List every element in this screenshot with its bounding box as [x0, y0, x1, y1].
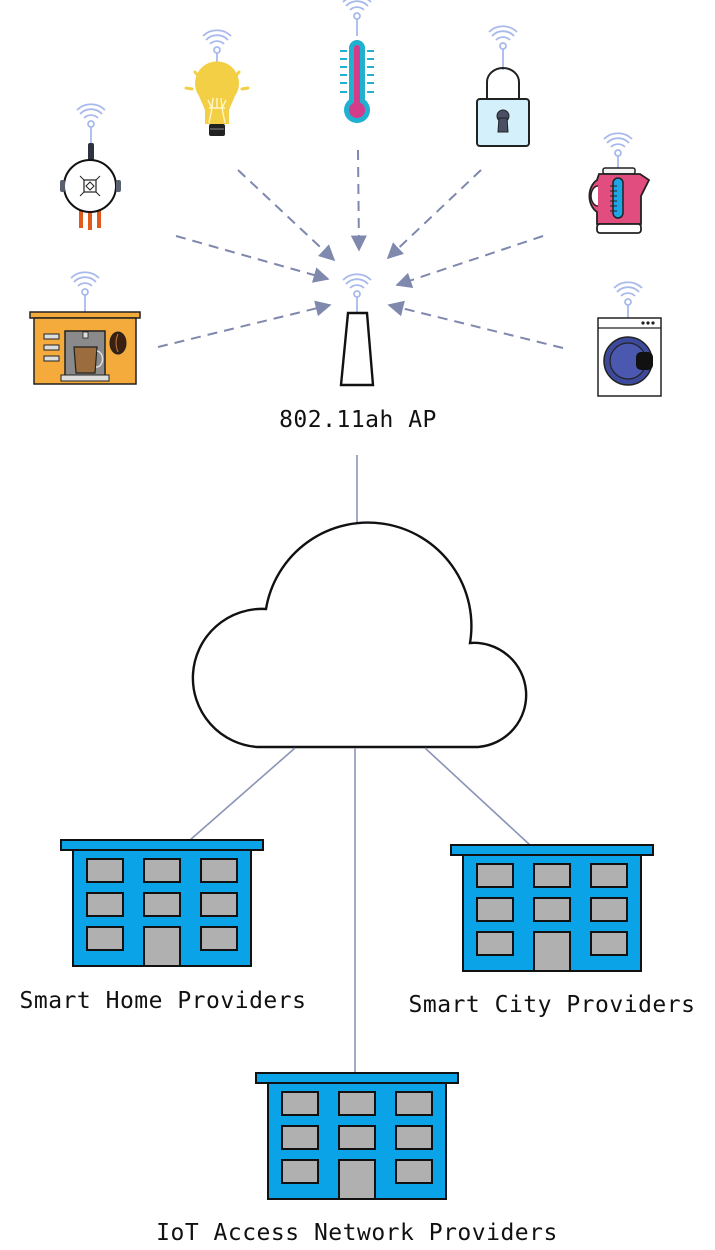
device-light-bulb[interactable] — [184, 29, 250, 136]
padlock-icon — [476, 67, 530, 147]
provider-label: Smart Home Providers — [20, 988, 307, 1014]
access-point[interactable]: 802.11ah AP — [279, 273, 437, 433]
link-smart-home — [189, 747, 296, 841]
access-point-label: 802.11ah AP — [279, 407, 437, 433]
kettle-icon — [588, 167, 651, 234]
building-icon — [60, 839, 264, 967]
building-icon — [255, 1072, 459, 1200]
arrow-washer — [387, 300, 564, 349]
building-icon — [450, 844, 654, 972]
light-bulb-icon — [184, 61, 250, 136]
provider-label: IoT Access Network Providers — [156, 1220, 558, 1246]
arrow-lock — [386, 169, 482, 260]
link-smart-city — [424, 747, 531, 846]
arrow-coffee — [157, 300, 332, 348]
provider-iot-access[interactable]: IoT Access Network Providers — [156, 1072, 558, 1246]
thermometer-icon — [340, 40, 374, 123]
arrow-kettle — [395, 235, 544, 289]
device-smart-speaker[interactable] — [60, 103, 121, 230]
washing-machine-icon — [597, 317, 662, 397]
device-washing-machine[interactable] — [597, 281, 662, 397]
device-kettle[interactable] — [588, 132, 651, 234]
smart-speaker-icon — [60, 143, 121, 230]
coffee-machine-icon — [29, 311, 141, 385]
provider-smart-city[interactable]: Smart City Providers — [409, 844, 696, 1018]
device-coffee-machine[interactable] — [29, 271, 141, 385]
arrow-thermometer — [350, 149, 367, 252]
provider-smart-home[interactable]: Smart Home Providers — [20, 839, 307, 1014]
arrow-bulb — [237, 169, 336, 262]
access-point-icon — [339, 311, 375, 387]
device-thermometer[interactable] — [340, 0, 374, 123]
provider-label: Smart City Providers — [409, 992, 696, 1018]
cloud-icon — [191, 521, 528, 749]
arrow-speaker — [175, 235, 330, 283]
uplink-arrows — [157, 149, 564, 349]
device-smart-lock[interactable] — [476, 25, 530, 147]
